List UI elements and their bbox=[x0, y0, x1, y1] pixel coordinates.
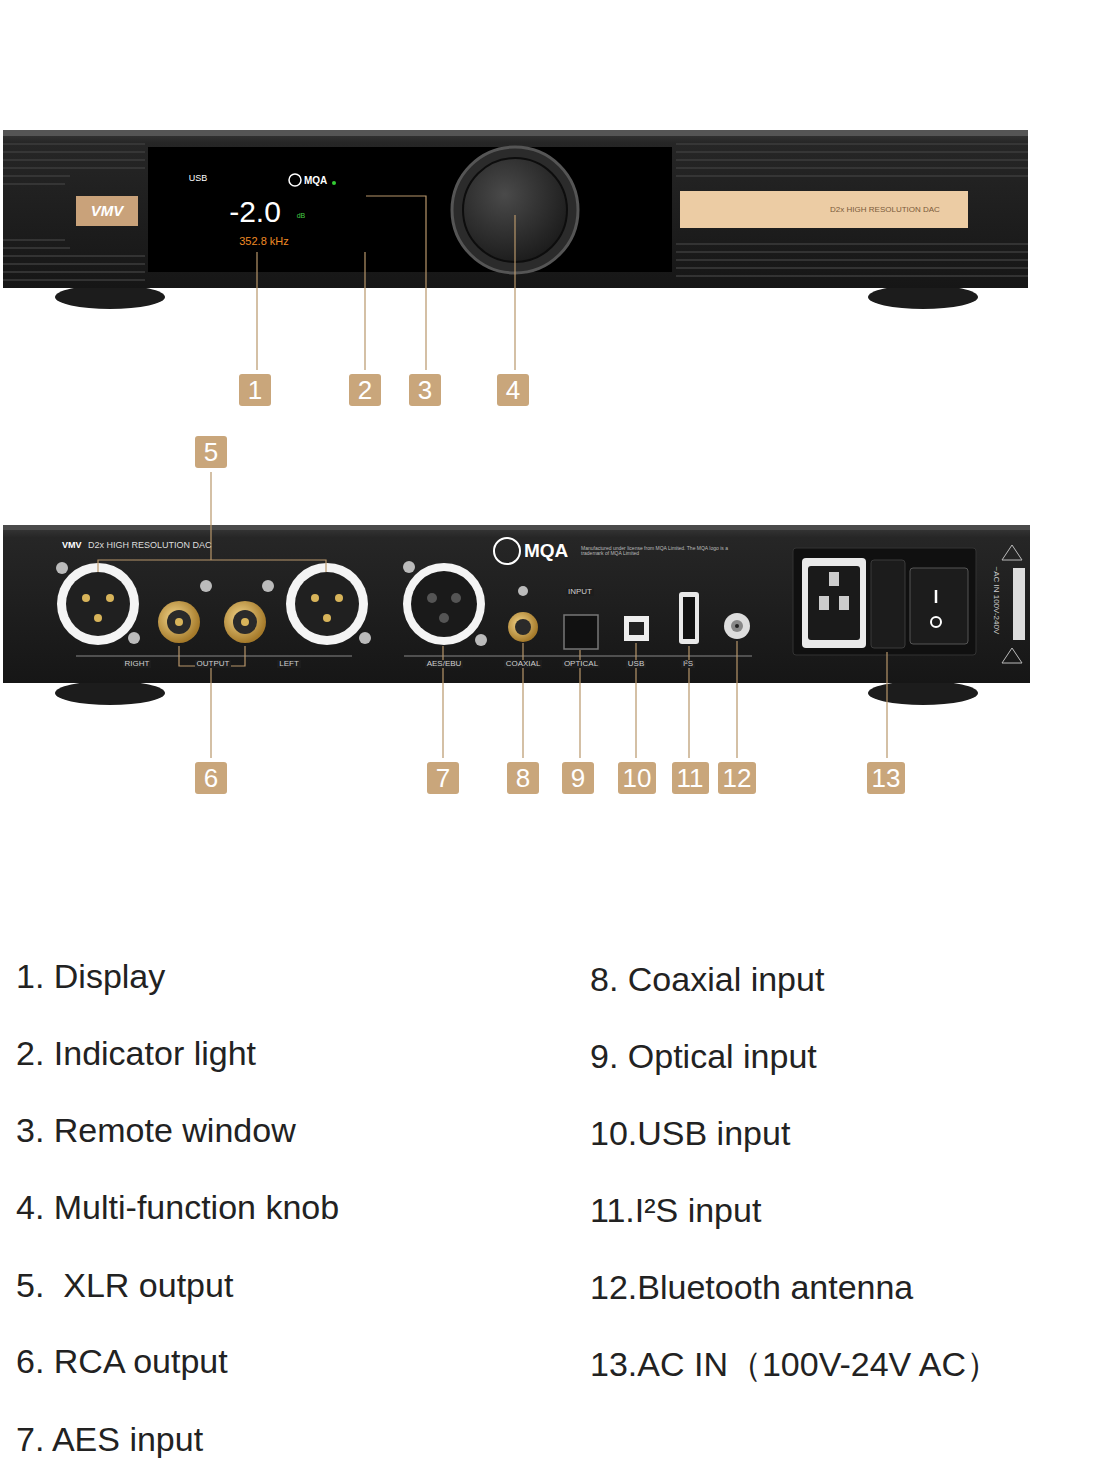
callout-number: 9 bbox=[562, 762, 594, 795]
label: MQA bbox=[304, 175, 327, 186]
label: VMV bbox=[91, 203, 124, 220]
label: 13.AC IN（100V-24V AC） bbox=[590, 1346, 1000, 1383]
label: 4. Multi-function knob bbox=[16, 1189, 339, 1226]
label: AES/EBU bbox=[425, 660, 464, 669]
leader-lines bbox=[98, 472, 887, 758]
label: -2.0 bbox=[229, 195, 281, 228]
label: OPTICAL bbox=[562, 660, 600, 669]
label: 5. XLR output bbox=[16, 1267, 233, 1304]
label: INPUT bbox=[566, 588, 594, 597]
label: 3. Remote window bbox=[16, 1112, 296, 1149]
label: D2x HIGH RESOLUTION DAC bbox=[830, 206, 940, 215]
label: 7. AES input bbox=[16, 1421, 203, 1458]
label: I²S bbox=[681, 660, 695, 669]
label: 352.8 kHz bbox=[239, 235, 289, 247]
label: 8. Coaxial input bbox=[590, 961, 824, 998]
label: 10.USB input bbox=[590, 1115, 790, 1152]
callout-number: 12 bbox=[718, 762, 757, 795]
label: dB bbox=[297, 212, 306, 220]
callout-number: 8 bbox=[507, 762, 539, 795]
leader-lines bbox=[257, 196, 515, 370]
back-panel bbox=[3, 525, 1030, 705]
label: USB bbox=[626, 660, 646, 669]
label: 9. Optical input bbox=[590, 1038, 817, 1075]
label: 11.I²S input bbox=[590, 1192, 761, 1229]
label: LEFT bbox=[277, 660, 301, 669]
label: 2. Indicator light bbox=[16, 1035, 256, 1072]
callout-number: 6 bbox=[195, 762, 227, 795]
callout-number: 11 bbox=[672, 762, 709, 795]
callout-number: 2 bbox=[349, 374, 381, 407]
callout-number: 1 bbox=[239, 374, 271, 407]
label: 12.Bluetooth antenna bbox=[590, 1269, 913, 1306]
label: D2x HIGH RESOLUTION DAC bbox=[88, 541, 212, 551]
label: OUTPUT bbox=[195, 660, 232, 669]
callout-number: 4 bbox=[497, 374, 529, 407]
label: COAXIAL bbox=[504, 660, 543, 669]
label: ~AC IN 100V-240V bbox=[992, 566, 1001, 634]
callout-number: 5 bbox=[195, 436, 227, 469]
label: 6. RCA output bbox=[16, 1343, 228, 1380]
label: Manufactured under license from MQA Limi… bbox=[581, 546, 731, 557]
callout-number: 10 bbox=[618, 762, 657, 795]
label: RIGHT bbox=[123, 660, 152, 669]
label: 1. Display bbox=[16, 958, 165, 995]
label: USB bbox=[189, 174, 208, 184]
label: VMV bbox=[62, 541, 82, 551]
callout-number: 3 bbox=[409, 374, 441, 407]
callout-number: 13 bbox=[867, 762, 906, 795]
label: MQA bbox=[524, 541, 568, 562]
callout-number: 7 bbox=[427, 762, 459, 795]
